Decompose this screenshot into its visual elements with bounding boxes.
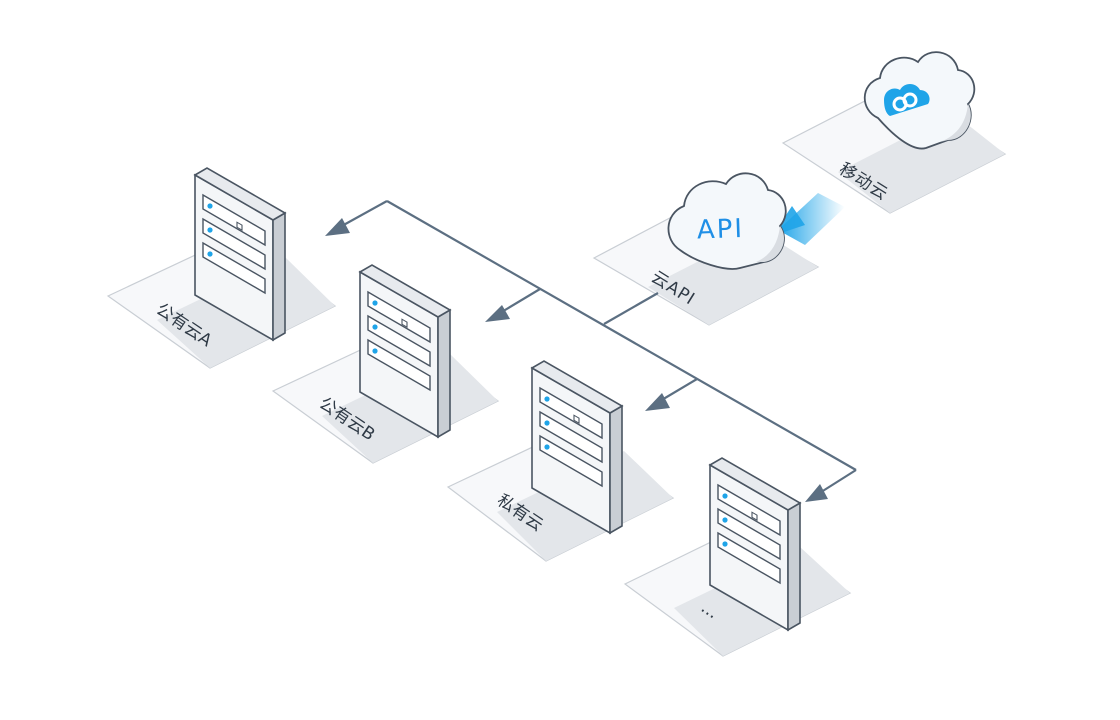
cloud-api-icon: API [667, 172, 787, 270]
arrow-to-more-cloud [805, 484, 828, 502]
connector-arrowheads [325, 218, 828, 502]
arrow-to-public-cloud-b [485, 305, 510, 322]
connector-lines [339, 200, 857, 495]
mobile-cloud-icon [863, 51, 976, 150]
pad-mobile-cloud [781, 83, 1007, 214]
arrow-to-private-cloud [645, 393, 670, 411]
api-text: API [696, 214, 744, 246]
arrow-to-public-cloud-a [325, 218, 350, 236]
